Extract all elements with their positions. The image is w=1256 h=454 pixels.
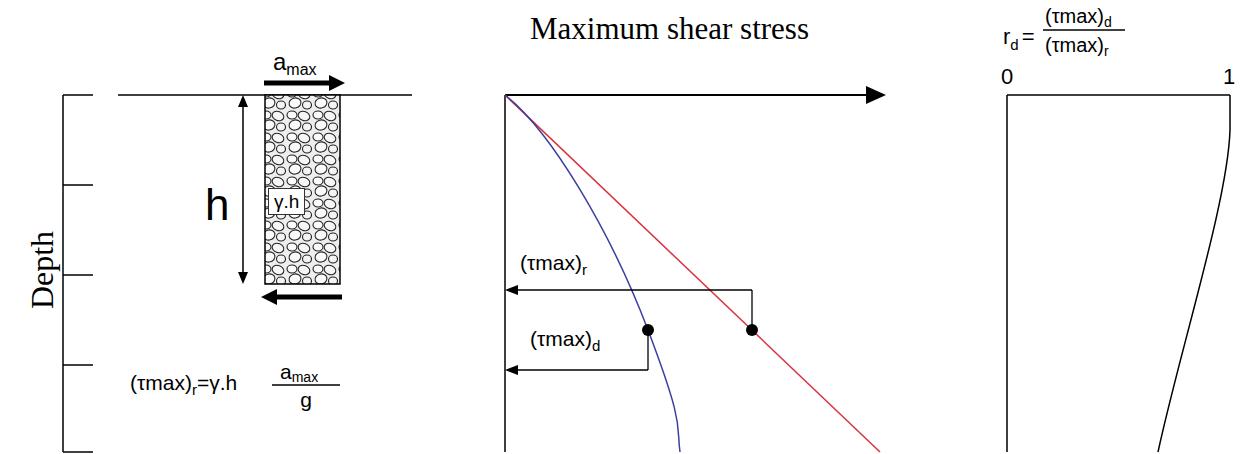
dimension-label: h: [205, 183, 229, 227]
subscript: max: [292, 370, 318, 384]
shear-arrow: [261, 289, 342, 305]
stress-axes: [505, 86, 886, 452]
axis-title: Maximum shear stress: [530, 13, 809, 44]
formula-term: (τmax): [1045, 6, 1104, 26]
subscript: r: [582, 262, 587, 277]
tau-r-dimension: [505, 285, 752, 330]
rigid-stress-line: [505, 95, 880, 452]
formula-term: a: [280, 361, 292, 382]
subscript: max: [286, 62, 316, 78]
subscript: r: [1104, 44, 1109, 58]
formula-term: =: [1022, 26, 1035, 48]
data-dot: [642, 324, 654, 336]
stress-label: (τmax): [530, 328, 592, 349]
tick-label: 0: [1001, 66, 1013, 88]
formula-term: (τmax): [1045, 35, 1104, 55]
tick-label: 1: [1223, 66, 1235, 88]
data-dot: [746, 324, 758, 336]
fraction-bar: [272, 384, 340, 386]
rd-axes: [1007, 95, 1230, 452]
node-text: γ.h: [274, 191, 299, 212]
deformable-stress-curve: [505, 95, 680, 452]
depth-axis: [63, 95, 93, 452]
subscript: d: [1010, 37, 1018, 52]
formula-term: r: [1003, 26, 1010, 48]
formula-term: g: [300, 389, 312, 410]
formula-term: (τmax): [130, 372, 192, 393]
fraction-bar: [1043, 29, 1125, 31]
symbol: a: [273, 50, 286, 74]
rd-curve: [1158, 95, 1230, 452]
weight-box: γ.h: [268, 188, 305, 215]
subscript: d: [592, 338, 600, 353]
stress-label: (τmax): [520, 252, 582, 273]
subscript: d: [1104, 15, 1112, 29]
axis-title: Depth: [26, 231, 58, 309]
subscript: r: [192, 382, 197, 397]
height-dimension: [238, 95, 248, 284]
formula-term: =γ.h: [197, 372, 237, 393]
soil-column: [265, 95, 340, 284]
